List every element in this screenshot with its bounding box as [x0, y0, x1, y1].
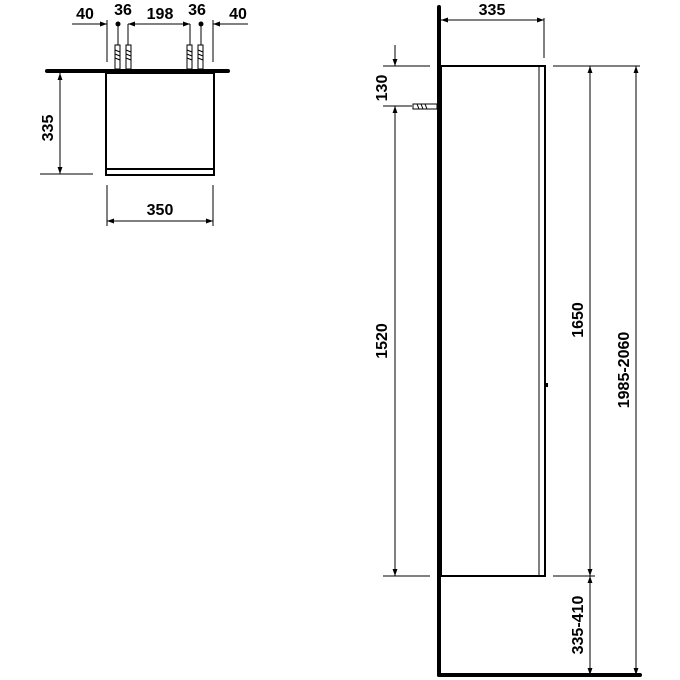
- dim-label: 335: [479, 2, 506, 19]
- dim-label: 335: [40, 115, 57, 142]
- dim-label: 40: [76, 6, 94, 23]
- dim-label: 335-410: [570, 596, 587, 655]
- dim-label: 40: [229, 6, 247, 23]
- dim-label: 36: [188, 2, 206, 19]
- dim-label: 350: [147, 202, 174, 219]
- cabinet-side-outline: [440, 65, 546, 577]
- dim-label: 1520: [374, 323, 391, 359]
- cabinet-top-outline: [105, 72, 215, 176]
- dim-label: 36: [114, 2, 132, 19]
- wall-screw-icon: [412, 103, 438, 110]
- side-view: 335 130 1520 1650 335-410 1985-2060: [374, 2, 642, 677]
- dim-label: 1650: [570, 302, 587, 338]
- wall-screw-icon: [114, 44, 204, 70]
- top-view: 40 36 198 36 40 335 350: [40, 2, 248, 226]
- dim-label: 1985-2060: [616, 332, 633, 409]
- handle-icon: [545, 383, 548, 387]
- dim-label: 198: [147, 6, 174, 23]
- dim-label: 130: [374, 75, 391, 102]
